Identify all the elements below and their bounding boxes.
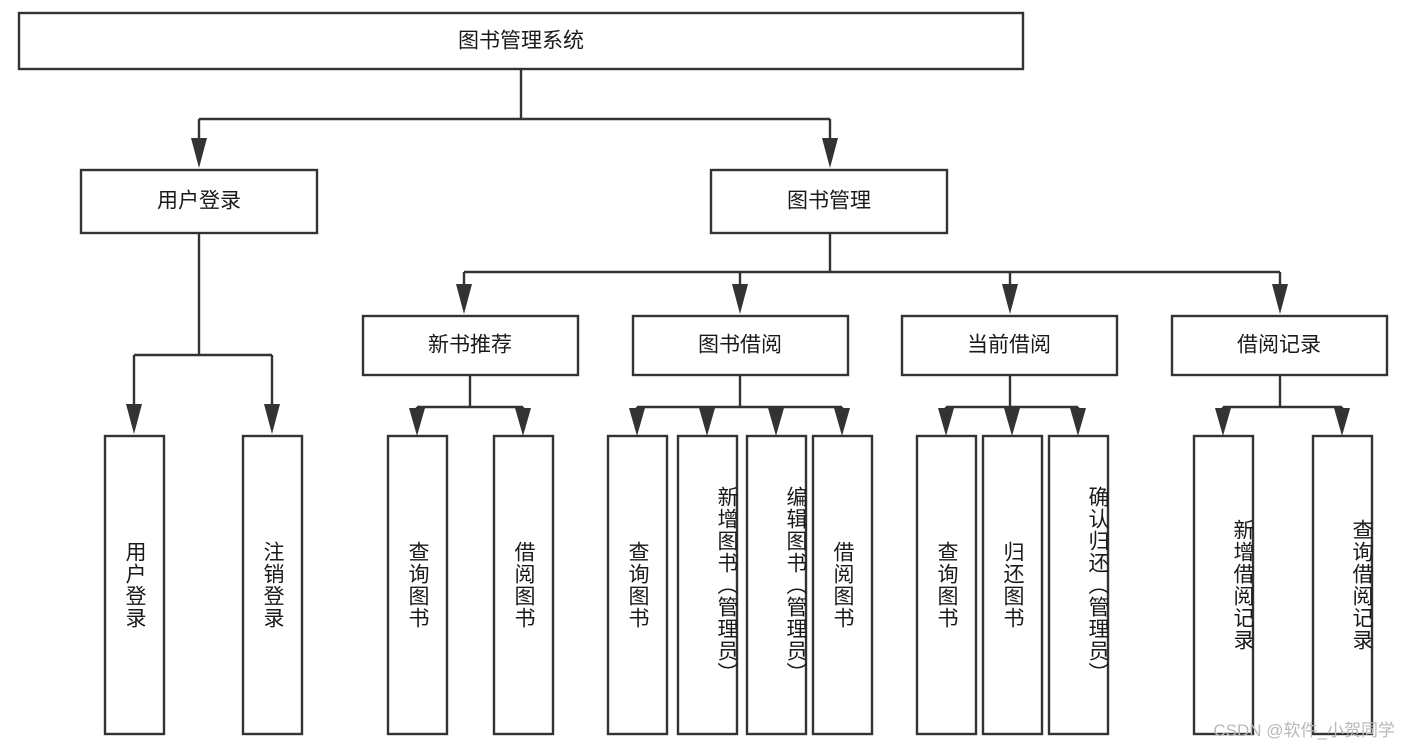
node-box-leaf-return-book[interactable]	[981, 434, 1044, 736]
node-box-leaf-user-login[interactable]	[103, 434, 166, 736]
node-box-leaf-query-book-3[interactable]	[915, 434, 978, 736]
arrow-head-new-book-recommend	[456, 284, 472, 314]
arrow-head-leaf-query-book-3	[938, 408, 954, 436]
node-box-book-management[interactable]	[709, 168, 949, 235]
arrow-head-current-borrow	[1002, 284, 1018, 314]
node-label-current-borrow: 当前借阅	[967, 334, 1051, 357]
connector-group-current-borrow	[938, 375, 1086, 436]
node-box-leaf-query-book-2[interactable]	[606, 434, 669, 736]
arrow-head-leaf-add-record	[1215, 408, 1231, 436]
node-box-leaf-add-record[interactable]	[1192, 434, 1255, 736]
connector-group-new-book-recommend	[409, 375, 531, 436]
arrow-head-leaf-return-book	[1004, 408, 1020, 436]
connector-group-root	[191, 69, 838, 168]
node-label-user-login: 用户登录	[157, 190, 241, 213]
node-box-leaf-edit-book[interactable]	[745, 434, 808, 736]
arrow-head-leaf-query-book-2	[629, 408, 645, 436]
node-label-new-book-recommend: 新书推荐	[428, 334, 512, 357]
node-box-book-borrow[interactable]	[631, 314, 850, 377]
node-box-leaf-confirm-return[interactable]	[1047, 434, 1110, 736]
node-box-borrow-record[interactable]	[1170, 314, 1389, 377]
connector-group-book-management	[456, 233, 1288, 314]
arrow-head-book-borrow	[732, 284, 748, 314]
node-box-leaf-query-book-1[interactable]	[386, 434, 449, 736]
arrow-head-borrow-record	[1272, 284, 1288, 314]
arrow-head-leaf-confirm-return	[1070, 408, 1086, 436]
connector-group-borrow-record	[1215, 375, 1350, 436]
arrow-head-leaf-user-logout	[264, 404, 280, 434]
arrow-head-leaf-add-book	[699, 408, 715, 436]
csdn-watermark: CSDN @软件_小贺同学	[1213, 721, 1395, 740]
arrow-head-leaf-query-record	[1334, 408, 1350, 436]
node-box-root[interactable]	[17, 11, 1025, 71]
arrow-head-book-management	[822, 138, 838, 168]
node-box-current-borrow[interactable]	[900, 314, 1119, 377]
arrow-head-user-login	[191, 138, 207, 168]
node-box-new-book-recommend[interactable]	[361, 314, 580, 377]
node-label-book-borrow: 图书借阅	[698, 334, 782, 357]
arrow-head-leaf-query-book-1	[409, 408, 425, 436]
arrow-head-leaf-user-login	[126, 404, 142, 434]
arrow-head-leaf-borrow-book-1	[515, 408, 531, 436]
node-label-borrow-record: 借阅记录	[1237, 334, 1321, 357]
node-box-leaf-user-logout[interactable]	[241, 434, 304, 736]
node-label-book-management: 图书管理	[787, 190, 871, 213]
node-box-user-login[interactable]	[79, 168, 319, 235]
arrow-head-leaf-edit-book	[768, 408, 784, 436]
connector-group-book-borrow	[629, 375, 850, 436]
connector-group-user-login	[126, 233, 280, 434]
node-box-leaf-query-record[interactable]	[1311, 434, 1374, 736]
node-box-leaf-add-book[interactable]	[676, 434, 739, 736]
arrow-head-leaf-borrow-book-2	[834, 408, 850, 436]
node-box-leaf-borrow-book-2[interactable]	[811, 434, 874, 736]
node-label-root: 图书管理系统	[458, 30, 584, 53]
node-box-leaf-borrow-book-1[interactable]	[492, 434, 555, 736]
